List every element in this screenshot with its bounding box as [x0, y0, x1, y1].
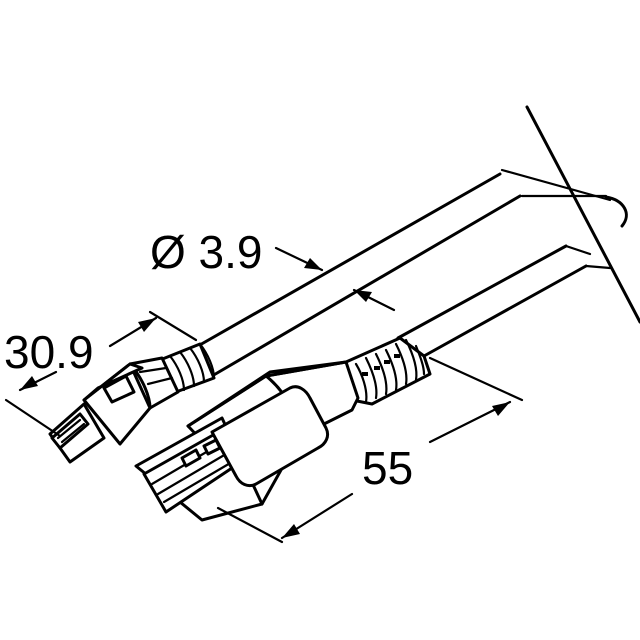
usb-a-connector [134, 336, 432, 522]
mini-usb-connector [48, 342, 216, 464]
mini-length-label: 30.9 [4, 326, 94, 378]
strain-relief-rings [354, 338, 426, 404]
diameter-label: Ø 3.9 [150, 226, 263, 278]
diameter-dimension: Ø 3.9 [150, 226, 396, 312]
lower-cable [396, 244, 612, 358]
cable-break [525, 105, 640, 324]
mini-length-dimension: 30.9 [4, 310, 198, 438]
upper-cable [196, 168, 612, 378]
a-length-dimension: 55 [216, 356, 524, 544]
a-length-label: 55 [362, 442, 413, 494]
